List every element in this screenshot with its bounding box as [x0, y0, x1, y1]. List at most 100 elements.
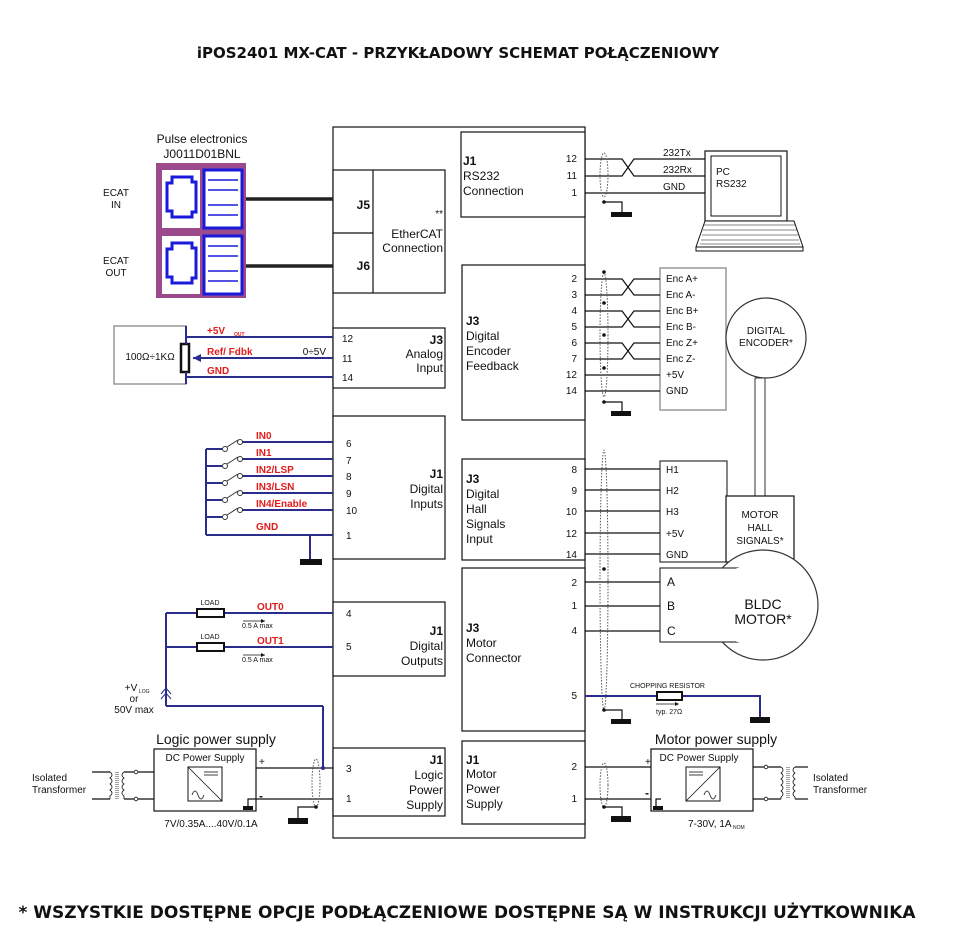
signal-out1: OUT1	[257, 636, 284, 647]
hall-pin: 9	[571, 486, 577, 497]
cable-shield	[599, 152, 609, 198]
transformer-label: Isolated	[813, 773, 848, 784]
rj45-in-icon	[162, 168, 244, 230]
signal-gnd: GND	[207, 366, 229, 377]
chopper-label: CHOPPING RESISTOR	[630, 683, 705, 690]
logic-conn: J1	[430, 753, 444, 767]
hall-device: HALL	[747, 523, 772, 534]
switch-icons	[222, 439, 243, 520]
ground-icon	[288, 818, 308, 824]
load-label: LOAD	[200, 600, 219, 607]
signal-in4: IN4/Enable	[256, 499, 308, 510]
mps-conn: J1	[466, 753, 480, 767]
enc-conn: J3	[466, 314, 480, 328]
enc-pin: 6	[571, 338, 577, 349]
motor-pin: 4	[571, 626, 577, 637]
vlog-sub: LOG	[139, 689, 150, 695]
enc-signal: +5V	[666, 370, 684, 381]
din-name: Digital	[410, 482, 443, 496]
encoder-device: ENCODER*	[739, 338, 793, 349]
signal-in3: IN3/LSN	[256, 482, 294, 493]
ground-icon	[611, 816, 631, 822]
motor-device: MOTOR*	[734, 611, 792, 627]
signal-out0: OUT0	[257, 602, 284, 613]
vlog-or: or	[130, 694, 140, 705]
din-pin: 6	[346, 439, 352, 450]
dc-converter-icon	[187, 766, 223, 802]
chopping-resistor-icon	[656, 691, 683, 701]
enc-name: Encoder	[466, 344, 511, 358]
mps-pin: 2	[571, 762, 577, 773]
ethercat-name-2: Connection	[382, 241, 443, 255]
motor-pin: 2	[571, 578, 577, 589]
signal-in2: IN2/LSP	[256, 465, 294, 476]
cable-shield	[311, 758, 321, 808]
enc-signal: Enc B+	[666, 306, 699, 317]
enc-signal: Enc B-	[666, 322, 696, 333]
hall-signal: H2	[666, 486, 679, 497]
rs232-pin: 11	[567, 171, 578, 182]
phase-a: A	[667, 575, 675, 589]
transformer-icon	[780, 766, 796, 799]
analog-name: Analog	[406, 347, 443, 361]
motor-conn: J3	[466, 621, 480, 635]
hall-pin: 8	[571, 465, 577, 476]
enc-signal: Enc Z+	[666, 338, 698, 349]
motor-pin: 1	[571, 601, 577, 612]
motor-name: Motor	[466, 636, 497, 650]
enc-pin: 5	[571, 322, 577, 333]
load-resistor-icon	[196, 608, 225, 618]
hall-name: Input	[466, 532, 493, 546]
hall-name: Signals	[466, 517, 505, 531]
analog-pin: 14	[342, 373, 354, 384]
ground-icon	[611, 411, 631, 416]
j5-label: J5	[357, 198, 371, 212]
logic-supply-heading: Logic power supply	[156, 731, 276, 747]
rj45-out-icon	[162, 234, 244, 296]
ethercat-connectors: Pulse electronics J0011D01BNL ECAT IN EC…	[103, 132, 333, 298]
analog-input-block: 12 11 14 J3 Analog Input 100Ω÷1KΩ +5V OU…	[113, 325, 446, 389]
motor-dc-box-label: DC Power Supply	[660, 753, 739, 764]
ground-icon	[611, 719, 631, 724]
ground-icon	[750, 717, 770, 723]
ecat-out-label-2: OUT	[105, 268, 126, 279]
rs232-pin: 1	[571, 188, 577, 199]
analog-name: Input	[416, 361, 443, 375]
connector-part: J0011D01BNL	[163, 147, 240, 161]
analog-range: 0÷5V	[303, 347, 327, 358]
dout-name: Outputs	[401, 654, 443, 668]
mps-name: Motor	[466, 767, 497, 781]
logic-pin: 1	[346, 794, 352, 805]
motor-device: BLDC	[744, 596, 781, 612]
enc-signal: GND	[666, 386, 688, 397]
signal-5vout: +5V	[207, 326, 225, 337]
encoder-device: DIGITAL	[747, 326, 786, 337]
current-limit: 0.5 A max	[242, 657, 273, 664]
minus-sign: -	[645, 786, 649, 800]
logic-pin: 3	[346, 764, 352, 775]
enc-signal: Enc A+	[666, 274, 698, 285]
rs232-block: J1 RS232 Connection 12 11 1 232Tx 232Rx …	[460, 131, 804, 252]
logic-name: Logic	[414, 768, 443, 782]
mps-pin: 1	[571, 794, 577, 805]
ground-icon	[611, 212, 632, 217]
analog-pin: 11	[342, 354, 353, 365]
mps-name: Supply	[466, 797, 503, 811]
diagram-title: iPOS2401 MX-CAT - PRZYKŁADOWY SCHEMAT PO…	[197, 44, 720, 62]
footer-note: * WSZYSTKIE DOSTĘPNE OPCJE PODŁĄCZENIOWE…	[18, 901, 916, 923]
rs232-pin: 12	[566, 154, 578, 165]
pot-label: 100Ω÷1KΩ	[125, 352, 175, 363]
motor-rating: 7-30V, 1A	[688, 819, 732, 830]
din-pin: 7	[346, 456, 352, 467]
ground-icon	[300, 559, 322, 565]
hall-signal: +5V	[666, 529, 684, 540]
hall-pin: 12	[566, 529, 578, 540]
motor-terminal-box	[659, 567, 739, 643]
digital-inputs-block: 6 7 8 9 10 1 J1 Digital Inputs	[205, 415, 446, 565]
dc-converter-icon	[685, 766, 721, 802]
phase-c: C	[667, 624, 676, 638]
enc-pin: 3	[571, 290, 577, 301]
